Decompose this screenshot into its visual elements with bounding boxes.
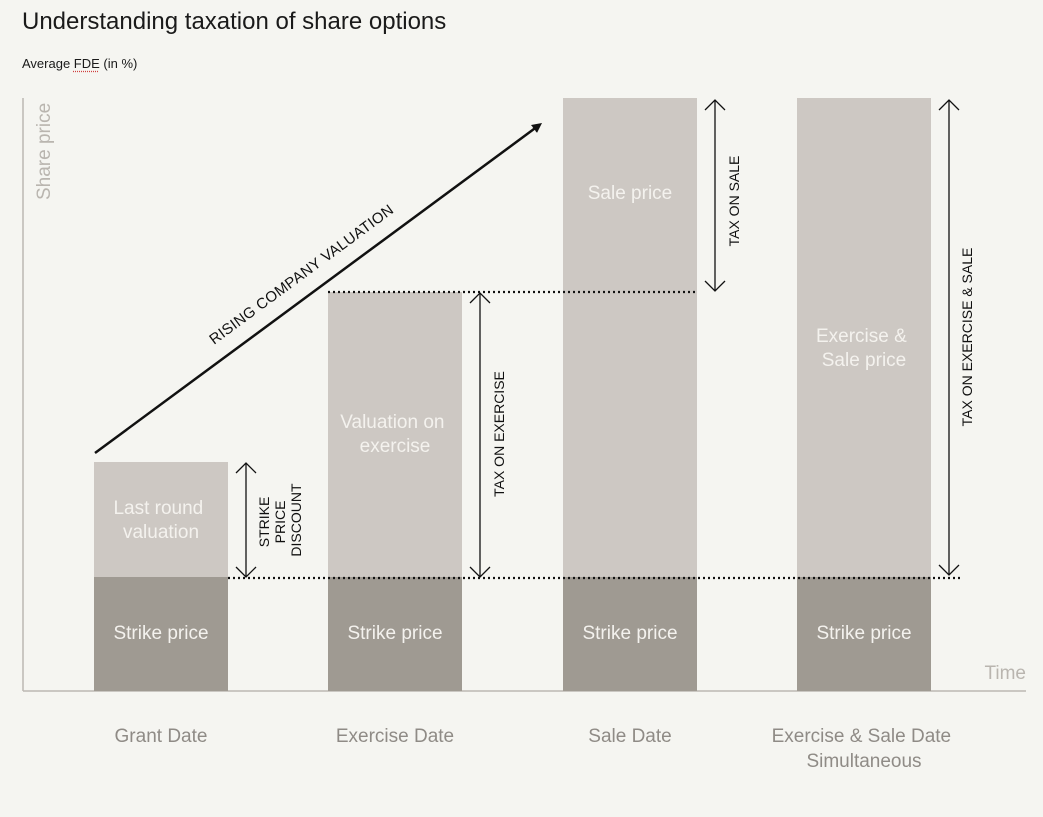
exercise-upper-label: Valuation on exercise [340, 412, 450, 457]
tax-on-exercise-sale-bracket [938, 99, 960, 576]
simultaneous-upper-line-2: Sale price [822, 350, 907, 371]
strike-discount-line-2: PRICE [272, 501, 288, 544]
exercise-upper-line-1: Valuation on [340, 412, 444, 433]
grant-date-line-1: Grant Date [115, 726, 208, 747]
page-title: Understanding taxation of share options [22, 8, 447, 35]
simultaneous-date-line-1: Exercise & Sale Date [772, 726, 952, 747]
subtitle-suffix: (in %) [99, 56, 138, 71]
strike-discount-label: STRIKE PRICE DISCOUNT [256, 483, 304, 557]
sale-upper-block [563, 98, 697, 577]
sale-date-label: Sale Date [588, 726, 671, 747]
sale-upper-label: Sale price [588, 183, 673, 204]
strike-discount-line-1: STRIKE [256, 497, 272, 548]
sale-strike-block [563, 577, 697, 691]
simultaneous-upper-label: Exercise & Sale price [816, 326, 912, 371]
rising-valuation-arrow [94, 123, 543, 455]
sale-strike-label: Strike price [582, 623, 677, 644]
simultaneous-upper-line-1: Exercise & [816, 326, 907, 347]
exercise-strike-block [328, 577, 462, 691]
tax-on-sale-label: TAX ON SALE [726, 156, 742, 247]
simultaneous-upper-block [797, 98, 931, 577]
y-axis-label: Share price [34, 103, 55, 200]
x-axis-label: Time [984, 663, 1026, 684]
grant-upper-label: Last round valuation [113, 498, 208, 543]
grant-upper-line-1: Last round [113, 498, 203, 519]
exercise-upper-block [328, 292, 462, 577]
grant-strike-label: Strike price [113, 623, 208, 644]
tax-on-exercise-bracket [469, 292, 491, 578]
sale-upper-line-1: Sale price [588, 183, 673, 204]
exercise-date-line-1: Exercise Date [336, 726, 454, 747]
grant-strike-block [94, 577, 228, 691]
exercise-date-label: Exercise Date [336, 726, 454, 747]
grant-upper-block [94, 462, 228, 577]
tax-on-sale-bracket [704, 99, 726, 292]
simultaneous-date-label: Exercise & Sale Date Simultaneous [772, 726, 957, 772]
strike-discount-line-3: DISCOUNT [288, 483, 304, 557]
exercise-strike-label: Strike price [347, 623, 442, 644]
simultaneous-strike-block [797, 577, 931, 691]
tax-on-exercise-sale-label: TAX ON EXERCISE & SALE [959, 248, 975, 427]
subtitle-prefix: Average [22, 56, 74, 71]
strike-discount-bracket [235, 462, 257, 578]
grant-upper-line-2: valuation [123, 522, 199, 543]
tax-on-exercise-label: TAX ON EXERCISE [491, 371, 507, 497]
simultaneous-strike-label: Strike price [816, 623, 911, 644]
sale-date-line-1: Sale Date [588, 726, 671, 747]
exercise-upper-line-2: exercise [360, 436, 431, 457]
fde-term: FDE [73, 56, 100, 71]
grant-date-label: Grant Date [115, 726, 208, 747]
subtitle: Average FDE (in %) [22, 56, 137, 71]
simultaneous-date-line-2: Simultaneous [806, 751, 921, 772]
